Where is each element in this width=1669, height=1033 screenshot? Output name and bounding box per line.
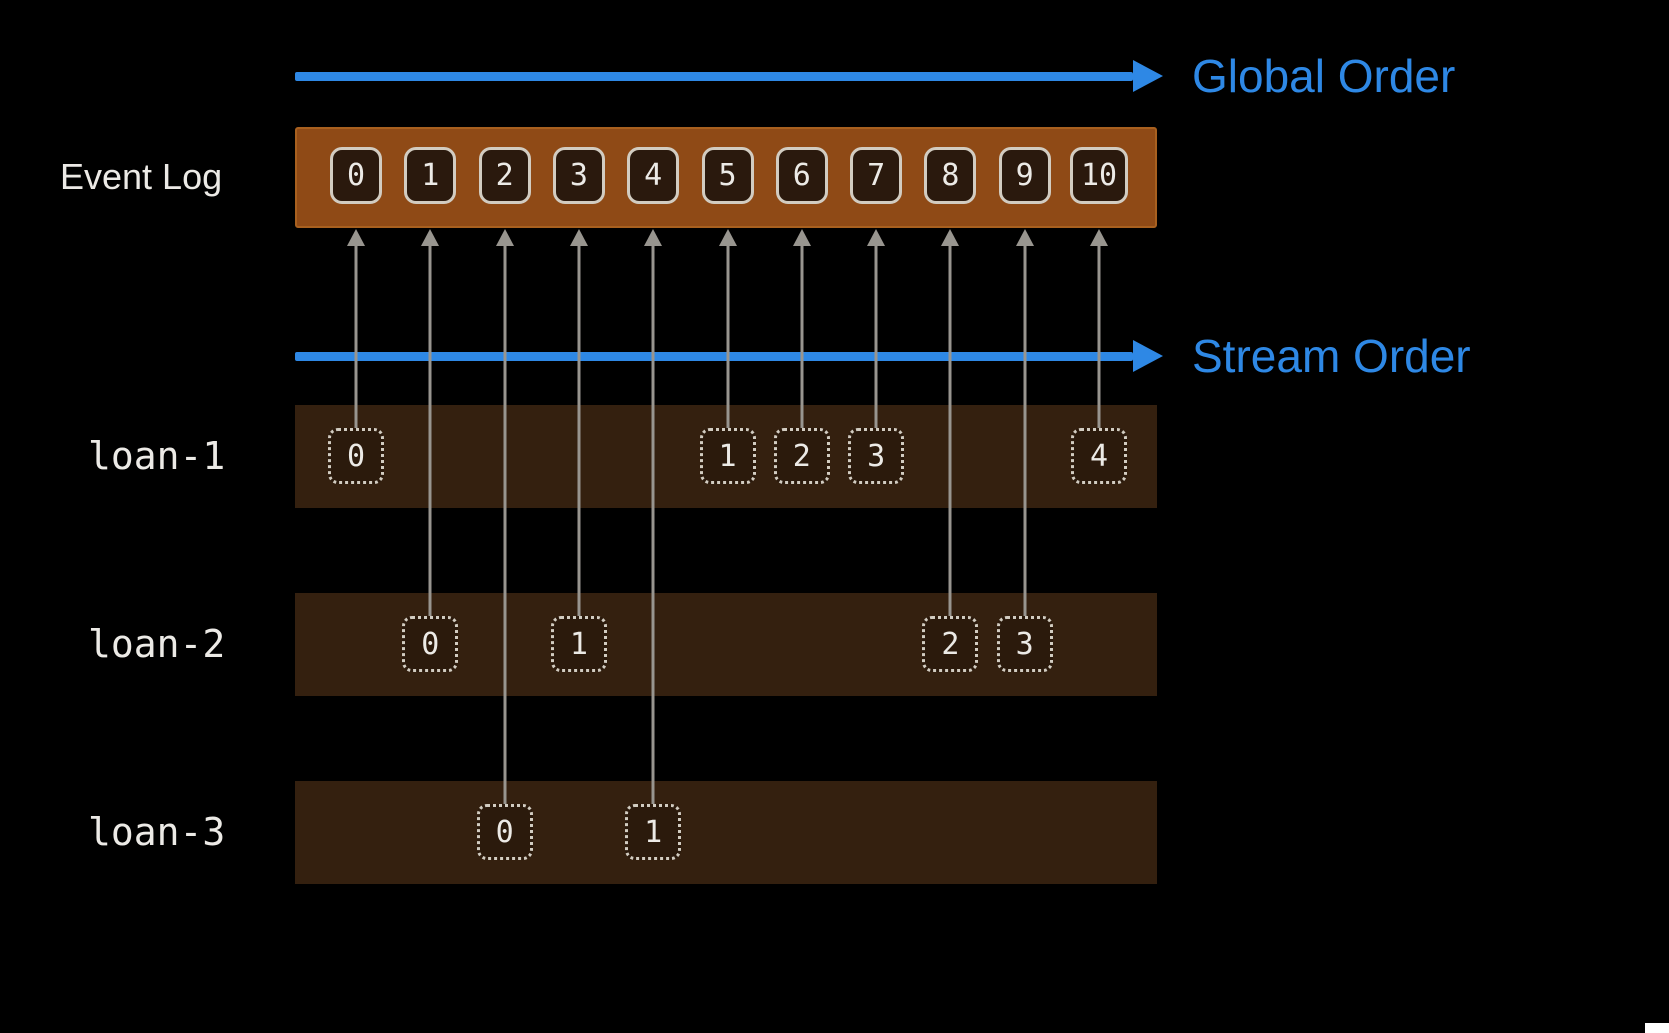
stream-event-box-loan-2-1: 1 (550, 616, 607, 672)
stream-event-box-loan-2-3: 3 (996, 616, 1053, 672)
connector-arrowhead-icon (867, 229, 886, 246)
stream-label-loan-1: loan-1 (88, 434, 226, 478)
stream-event-box-loan-2-0: 0 (402, 616, 459, 672)
stream-event-box-loan-1-0: 0 (328, 428, 384, 484)
connector-arrowhead-icon (1015, 229, 1034, 246)
stream-event-box-loan-1-2: 2 (773, 428, 830, 484)
event-log-label: Event Log (60, 156, 223, 197)
event-slot-8: 8 (924, 147, 977, 204)
connector-line-loan-1-2 (800, 244, 804, 428)
corner-mark (1645, 1023, 1669, 1033)
connector-arrowhead-icon (941, 229, 960, 246)
connector-arrowhead-icon (644, 229, 663, 246)
connector-line-loan-1-3 (874, 244, 878, 428)
global-order-label: Global Order (1192, 50, 1456, 102)
event-slot-0: 0 (330, 147, 382, 204)
connector-arrowhead-icon (569, 229, 588, 246)
event-slot-3: 3 (552, 147, 605, 204)
event-slot-7: 7 (850, 147, 903, 204)
stream-order-label: Stream Order (1192, 330, 1471, 382)
connector-line-loan-1-0 (354, 244, 358, 428)
stream-bar-loan-3 (295, 781, 1157, 884)
global-order-arrow (295, 72, 1133, 81)
stream-event-box-loan-1-4: 4 (1071, 428, 1127, 484)
stream-order-arrowhead-icon (1133, 340, 1163, 372)
connector-arrowhead-icon (1090, 229, 1108, 246)
connector-arrowhead-icon (421, 229, 440, 246)
event-slot-4: 4 (627, 147, 680, 204)
connector-line-loan-2-2 (948, 244, 952, 616)
event-slot-2: 2 (478, 147, 531, 204)
event-slot-5: 5 (701, 147, 754, 204)
event-slot-1: 1 (404, 147, 457, 204)
event-slot-10: 10 (1070, 147, 1128, 204)
stream-event-box-loan-3-1: 1 (625, 804, 682, 860)
connector-line-loan-2-0 (428, 244, 432, 616)
stream-order-arrow (295, 352, 1133, 361)
connector-line-loan-2-3 (1023, 244, 1027, 616)
stream-label-loan-3: loan-3 (88, 810, 226, 854)
connector-arrowhead-icon (718, 229, 737, 246)
stream-event-box-loan-2-2: 2 (922, 616, 979, 672)
event-slot-9: 9 (998, 147, 1051, 204)
connector-line-loan-1-1 (726, 244, 729, 428)
connector-line-loan-3-1 (651, 244, 655, 804)
connector-line-loan-1-4 (1097, 244, 1101, 428)
global-order-arrowhead-icon (1133, 60, 1163, 92)
stream-event-box-loan-1-1: 1 (699, 428, 756, 484)
stream-event-box-loan-1-3: 3 (848, 428, 905, 484)
event-slot-6: 6 (775, 147, 828, 204)
connector-line-loan-2-1 (577, 244, 581, 616)
connector-line-loan-3-0 (503, 244, 507, 804)
connector-arrowhead-icon (347, 229, 365, 246)
stream-label-loan-2: loan-2 (88, 622, 226, 666)
connector-arrowhead-icon (792, 229, 811, 246)
stream-event-box-loan-3-0: 0 (476, 804, 533, 860)
connector-arrowhead-icon (495, 229, 514, 246)
